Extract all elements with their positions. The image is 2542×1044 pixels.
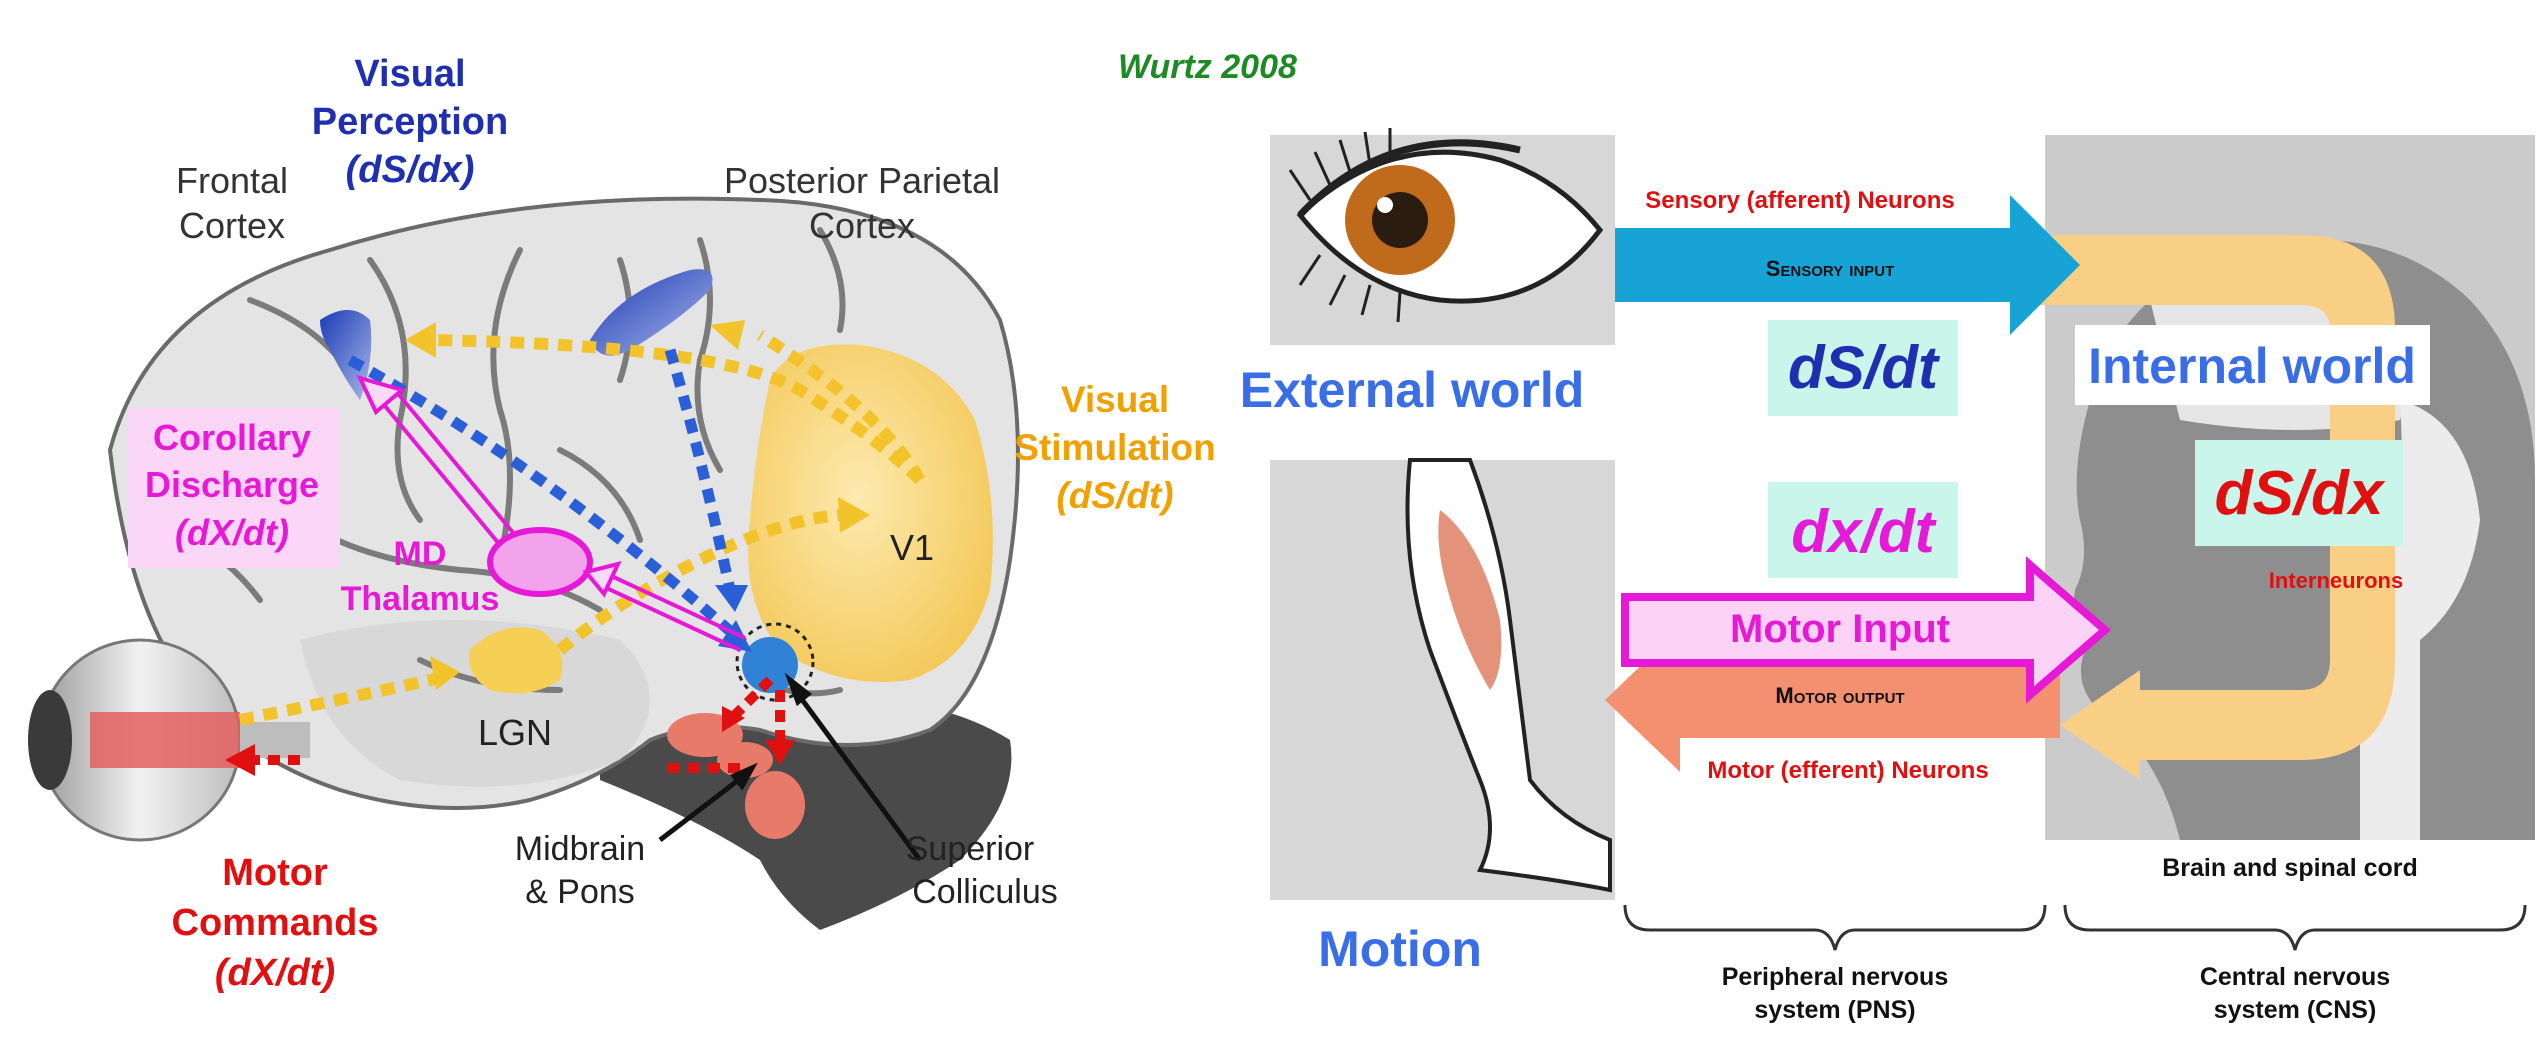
corollary-discharge-formula: (dX/dt) (175, 512, 289, 553)
ds-dx-label: dS/dx (2215, 459, 2386, 528)
superior-colliculus-line2: Colliculus (912, 873, 1058, 911)
braces (1625, 905, 2525, 950)
frontal-cortex-line1: Frontal (176, 160, 288, 201)
pns-line2: system (PNS) (1754, 996, 1915, 1024)
cns-line2: system (CNS) (2214, 996, 2377, 1024)
frontal-cortex-line2: Cortex (179, 205, 285, 246)
md-thalamus-line2: Thalamus (341, 580, 500, 618)
midbrain-pons-line1: Midbrain (515, 830, 645, 868)
motor-commands-formula: (dX/dt) (215, 952, 335, 994)
midbrain-pons-line2: & Pons (525, 873, 635, 911)
visual-perception-line1: Visual (354, 53, 465, 95)
ds-dt-label: dS/dt (1788, 334, 1941, 401)
visual-stimulation-line2: Stimulation (1014, 427, 1215, 468)
v1-label: V1 (890, 527, 934, 568)
visual-perception-formula: (dS/dx) (346, 149, 475, 191)
brain-spinal-label: Brain and spinal cord (2162, 854, 2418, 882)
lgn-label: LGN (478, 712, 552, 753)
superior-colliculus-line1: Superior (906, 830, 1035, 868)
v1-region (748, 344, 993, 682)
motor-input-label: Motor Input (1730, 607, 1950, 651)
motor-commands-line2: Commands (172, 902, 379, 944)
external-world-label: External world (1240, 362, 1585, 418)
visual-stimulation-line1: Visual (1061, 379, 1169, 420)
interneurons-label: Interneurons (2269, 568, 2403, 593)
visual-stimulation-formula: (dS/dt) (1056, 475, 1173, 516)
sensory-input-label: Sensory input (1766, 256, 1895, 281)
motor-neurons-label: Motor (efferent) Neurons (1707, 757, 1988, 784)
corollary-discharge-line2: Discharge (145, 464, 319, 505)
motor-output-label: Motor output (1775, 683, 1904, 708)
pons-oval-3 (745, 771, 805, 839)
internal-world-label: Internal world (2088, 338, 2416, 394)
motor-commands-line1: Motor (222, 852, 328, 894)
corollary-discharge-line1: Corollary (153, 417, 311, 458)
md-thalamus-line1: MD (394, 535, 447, 573)
motion-label: Motion (1318, 921, 1482, 977)
cns-line1: Central nervous (2200, 963, 2390, 991)
md-thalamus-ellipse (490, 530, 590, 594)
citation: Wurtz 2008 (1118, 48, 1297, 86)
sensory-neurons-label: Sensory (afferent) Neurons (1645, 187, 1954, 214)
posterior-parietal-line1: Posterior Parietal (724, 160, 1000, 201)
pns-line1: Peripheral nervous (1722, 963, 1948, 991)
dx-dt-label: dx/dt (1791, 498, 1937, 565)
visual-perception-line2: Perception (312, 101, 508, 143)
posterior-parietal-line2: Cortex (809, 205, 915, 246)
